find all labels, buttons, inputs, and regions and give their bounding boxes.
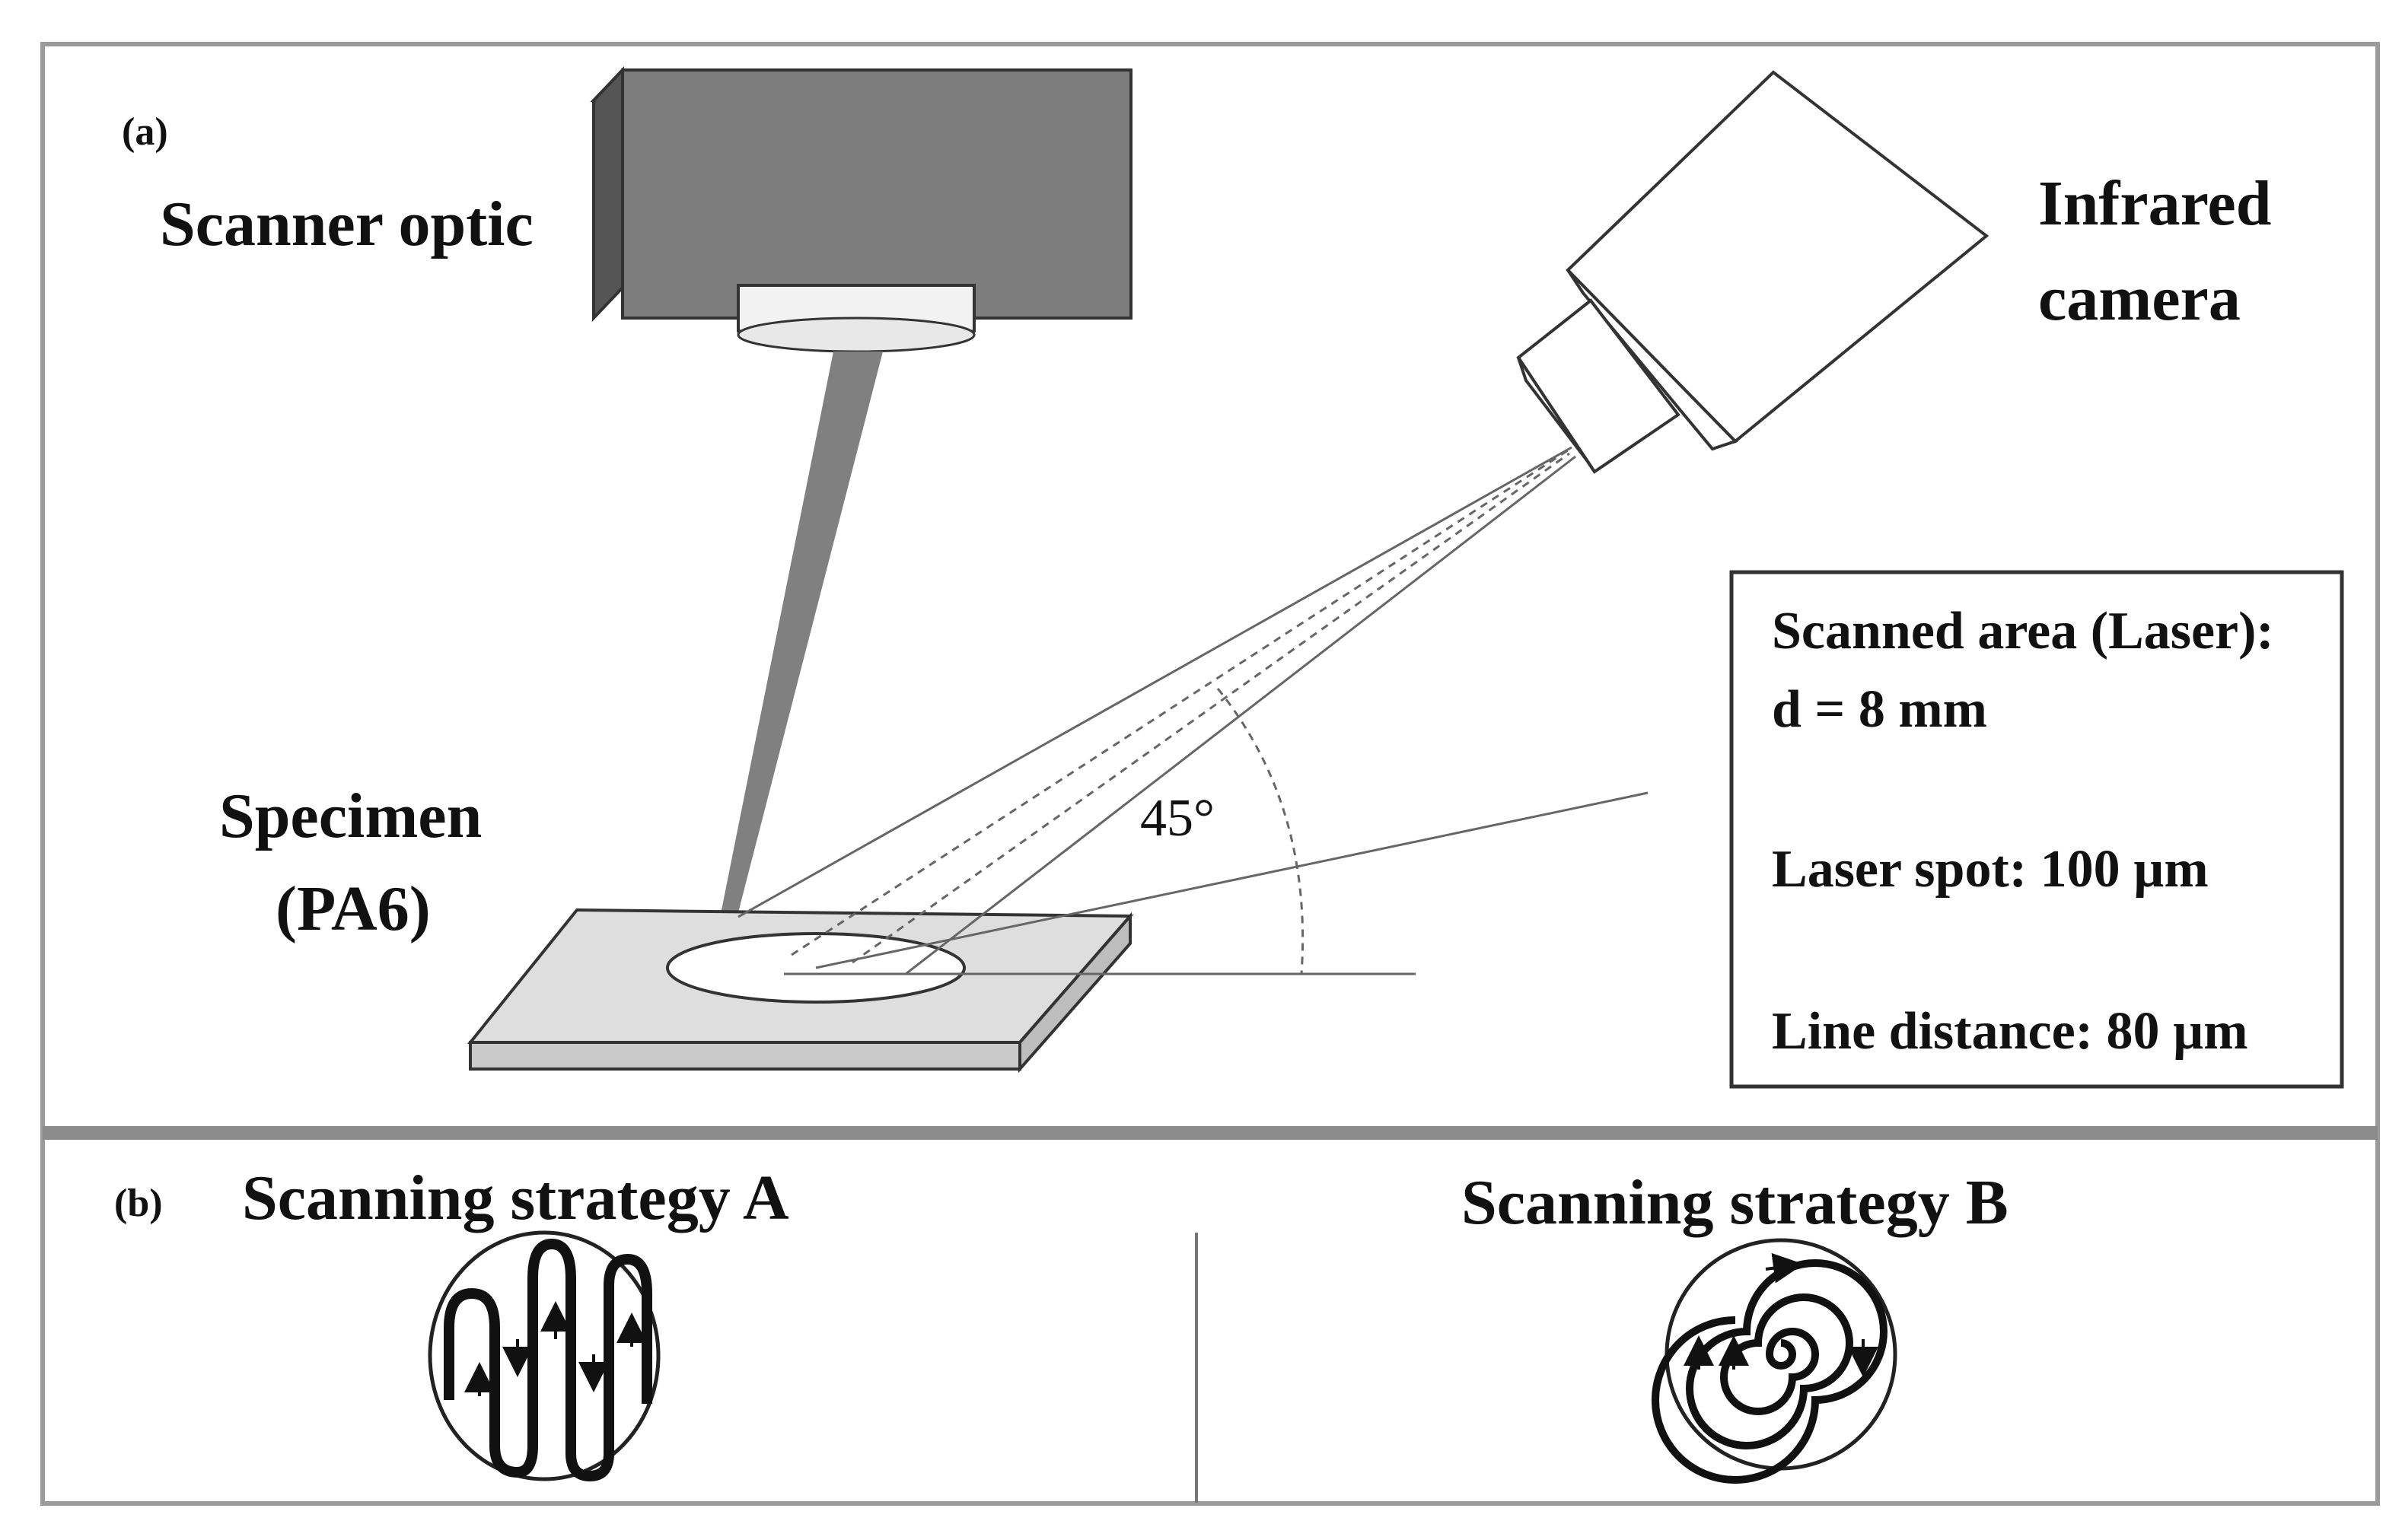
param-scanned-area: Scanned area (Laser): (1772, 602, 2274, 660)
strategy-b-arrows (1684, 1252, 1878, 1377)
scanner-optic (590, 65, 1133, 353)
param-diameter: d = 8 mm (1772, 680, 1987, 739)
scanner-side-face (592, 65, 624, 323)
specimen-label-line2: (PA6) (276, 873, 431, 944)
reference-slope-line (815, 791, 1649, 969)
camera-label-line2: camera (2038, 263, 2241, 334)
param-line-distance: Line distance: 80 µm (1772, 1002, 2248, 1061)
param-laser-spot: Laser spot: 100 µm (1772, 840, 2209, 899)
camera-label-line1: Infrared (2038, 168, 2271, 239)
parameters-box (1729, 570, 2344, 1089)
infrared-camera (1516, 70, 1989, 474)
specimen-plate (467, 908, 1134, 1074)
specimen-label-line1: Specimen (219, 781, 482, 851)
panel-divider (43, 1126, 2378, 1140)
scanner-lens-rim (737, 317, 976, 353)
strategy-a-title: Scanning strategy A (242, 1163, 789, 1233)
scanner-front-face (621, 68, 1133, 320)
camera-view-cone (737, 446, 1576, 975)
specimen-front-face (469, 1041, 1021, 1071)
angle-label: 45° (1140, 789, 1215, 848)
laser-beam (715, 352, 883, 942)
strategy-b-spiral-path (1652, 1259, 1888, 1484)
scanner-optic-label: Scanner optic (160, 189, 534, 259)
strategy-b-diagram (1652, 1238, 1897, 1484)
strategy-a-diagram (428, 1230, 661, 1481)
panel-b-tag: (b) (114, 1182, 163, 1225)
strategy-b-title: Scanning strategy B (1461, 1167, 2009, 1238)
strategy-a-circle (428, 1230, 661, 1481)
strategy-a-arrows (464, 1301, 647, 1396)
panel-a-tag: (a) (122, 110, 168, 154)
strategy-a-meander-path (444, 1239, 652, 1481)
specimen-side-face (1018, 912, 1132, 1074)
camera-body-side (1566, 269, 1738, 451)
angle-arc (1216, 688, 1305, 975)
camera-lens-side (1517, 356, 1596, 473)
